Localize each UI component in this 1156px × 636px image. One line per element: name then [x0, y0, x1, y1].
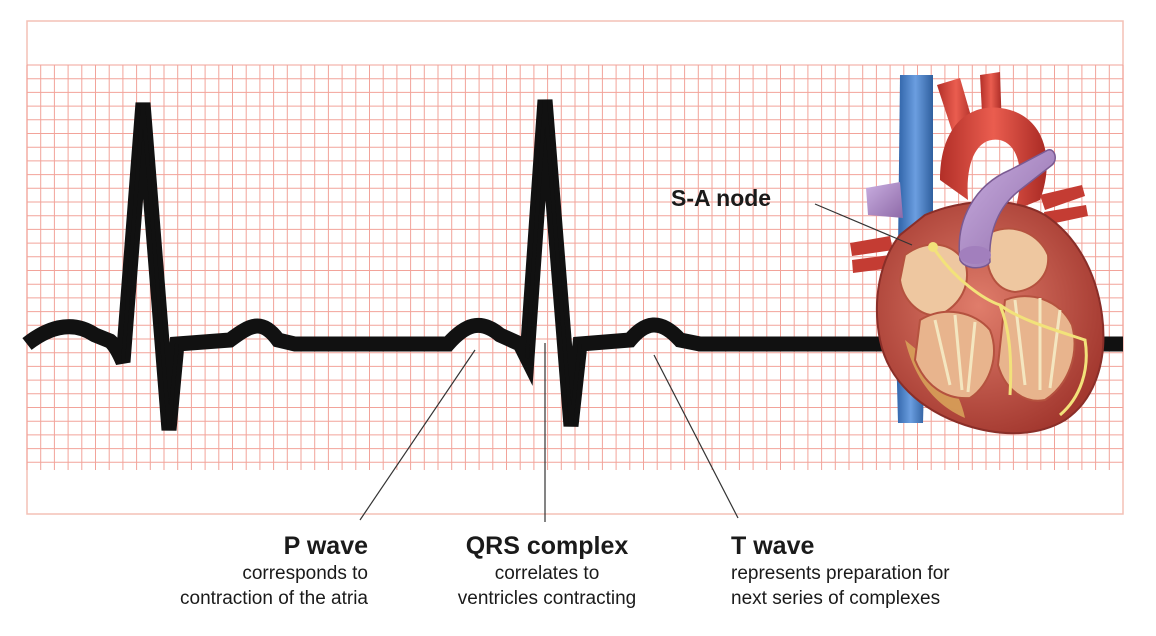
t-wave-desc-line2: next series of complexes — [731, 588, 941, 609]
qrs-complex-desc-line2: ventricles contracting — [457, 588, 637, 609]
p-wave-caption: P wave corresponds to contraction of the… — [180, 531, 368, 611]
p-wave-desc-line1: corresponds to — [242, 563, 368, 584]
qrs-complex-desc-line1: correlates to — [494, 563, 600, 584]
ecg-trace — [22, 99, 1123, 431]
heart-illustration — [850, 72, 1105, 435]
ecg-trace-spike-edge — [121, 99, 582, 431]
t-wave-desc-line1: represents preparation for — [731, 563, 950, 584]
sa-node-leader — [814, 203, 913, 246]
p-wave-leader — [359, 349, 476, 521]
t-wave-leader — [653, 354, 739, 519]
p-wave-title: P wave — [283, 532, 368, 560]
sa-node-label: S-A node — [671, 185, 772, 211]
qrs-complex-title: QRS complex — [465, 532, 629, 560]
t-wave-caption: T wave represents preparation for next s… — [731, 531, 950, 611]
p-wave-desc-line2: contraction of the atria — [180, 588, 368, 609]
t-wave-title: T wave — [731, 532, 815, 560]
qrs-complex-caption: QRS complex correlates to ventricles con… — [440, 531, 654, 611]
